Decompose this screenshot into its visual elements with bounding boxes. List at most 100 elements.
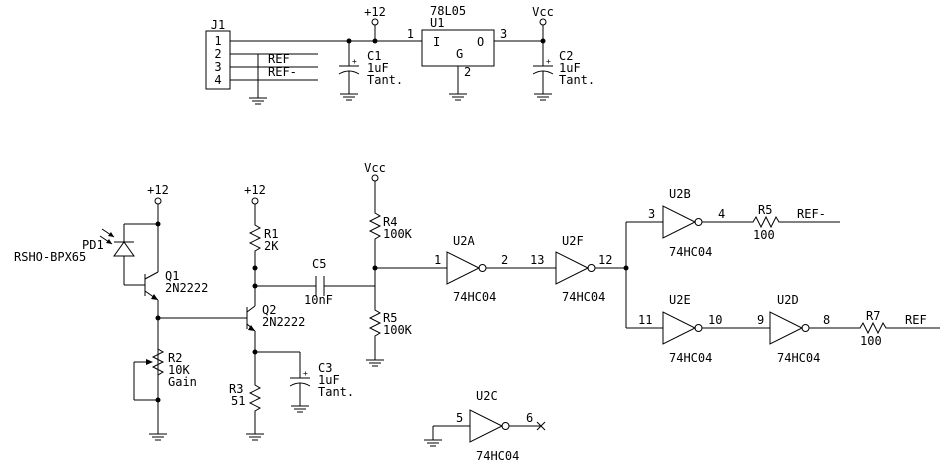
c2-type: Tant.: [559, 73, 595, 87]
net-label-ref: REF: [268, 52, 290, 66]
capacitor-c2: Vcc + C2 1uF Tant.: [532, 5, 595, 101]
c3-value: 1uF: [318, 373, 340, 387]
output-ref: REF: [905, 313, 927, 327]
supply-label: +12: [147, 183, 169, 197]
resistor-r4: [368, 208, 382, 244]
resistor-r5: [368, 305, 382, 341]
r3-ref: R3: [229, 382, 243, 396]
u2d-part: 74HC04: [777, 351, 820, 365]
r7-ref: R7: [866, 309, 880, 323]
q1-value: 2N2222: [165, 281, 208, 295]
u2f-ref: U2F: [562, 234, 584, 248]
u2d-ref: U2D: [777, 293, 799, 307]
capacitor-c3: + C3 1uF Tant.: [255, 351, 354, 413]
ground-icon: [248, 89, 268, 105]
r3-value: 51: [231, 394, 245, 408]
junction-dot: [252, 265, 258, 271]
inverter-u2d: U2D 9 8 74HC04: [757, 293, 855, 365]
pd1-value: RSHO-BPX65: [14, 250, 86, 264]
regulator-value: 78L05: [430, 4, 466, 18]
u2e-pin-in: 11: [638, 313, 652, 327]
r2-note: Gain: [168, 375, 197, 389]
u2e-ref: U2E: [669, 293, 691, 307]
regulator-label-gnd: G: [456, 47, 463, 61]
q2-ref: Q2: [262, 303, 276, 317]
capacitor-c1: + C1 1uF Tant.: [338, 38, 403, 101]
pd1-ref: PD1: [82, 238, 104, 252]
regulator-pin-gnd: 2: [464, 65, 471, 79]
u2d-pin-in: 9: [757, 313, 764, 327]
u2f-part: 74HC04: [562, 290, 605, 304]
divider-r4-r5: Vcc R4 100K R5 100K: [364, 161, 413, 367]
r7-value: 100: [860, 334, 882, 348]
r4-ref: R4: [383, 215, 397, 229]
u2b-pin-out: 4: [718, 207, 725, 221]
power-terminal-icon: [154, 197, 162, 205]
ground-icon: [339, 85, 359, 101]
resistor-r5-series: R5 100 REF-: [748, 203, 840, 242]
regulator-label-out: O: [477, 35, 484, 49]
transistor-q2: Q2 2N2222: [246, 303, 305, 380]
connector-ref: J1: [211, 18, 225, 32]
ground-icon: [290, 397, 310, 413]
c1-value: 1uF: [367, 61, 389, 75]
transistor-q1: Q1 2N2222: [144, 269, 208, 400]
r1-value: 2K: [264, 239, 279, 253]
c1-type: Tant.: [367, 73, 403, 87]
regulator-label-in: I: [433, 35, 440, 49]
inverter-icon: [662, 311, 703, 345]
output-ref-minus: REF-: [797, 207, 826, 221]
r5-series-ref: R5: [758, 203, 772, 217]
c2-ref: C2: [559, 49, 573, 63]
regulator-ref: U1: [430, 16, 444, 30]
ground-icon: [423, 431, 443, 447]
supply-label-vcc: Vcc: [532, 5, 554, 19]
ground-icon: [448, 85, 468, 101]
connector-body: [205, 30, 231, 90]
c3-ref: C3: [318, 361, 332, 375]
r5-ref: R5: [383, 311, 397, 325]
supply-label-vcc: Vcc: [364, 161, 386, 175]
c3-type: Tant.: [318, 385, 354, 399]
u2c-part: 74HC04: [476, 449, 519, 463]
inverter-icon: [769, 311, 810, 345]
connector-pin-4: 4: [214, 73, 221, 87]
u2c-ref: U2C: [476, 389, 498, 403]
power-terminal-icon: [371, 18, 379, 26]
connector-pin-3: 3: [214, 60, 221, 74]
junction-dot: [540, 38, 546, 44]
u2a-pin-out: 2: [501, 253, 508, 267]
u2a-pin-in: 1: [434, 253, 441, 267]
u2d-pin-out: 8: [823, 313, 830, 327]
polarity-mark: +: [352, 57, 357, 66]
r2-ref: R2: [168, 351, 182, 365]
inverter-u2e: U2E 11 10 74HC04: [626, 293, 770, 365]
inverter-u2f: U2F 13 12 74HC04: [530, 234, 626, 304]
u2b-part: 74HC04: [669, 245, 712, 259]
supply-plus12-r1: +12: [244, 183, 266, 220]
regulator-u1: U1 78L05 1 I O G 3 2: [407, 4, 543, 101]
photodiode-pd1: PD1 RSHO-BPX65: [14, 223, 158, 286]
power-terminal-icon: [539, 18, 547, 26]
ground-icon: [533, 85, 553, 101]
u2c-pin-in: 5: [456, 411, 463, 425]
potentiometer-r2: R2 10K Gain: [133, 345, 197, 441]
capacitor-c5: C5 10nF: [252, 257, 375, 307]
r5-value: 100K: [383, 323, 413, 337]
ground-icon: [148, 425, 168, 441]
r1-ref: R1: [264, 227, 278, 241]
u2b-ref: U2B: [669, 187, 691, 201]
u2e-pin-out: 10: [708, 313, 722, 327]
polarity-mark: +: [303, 369, 308, 378]
connector-j1: J1 1 2 3 4 REF REF-: [205, 18, 418, 105]
ground-icon: [245, 425, 265, 441]
connector-pin-1: 1: [214, 34, 221, 48]
u2e-part: 74HC04: [669, 351, 712, 365]
ground-icon: [365, 351, 385, 367]
net-label-ref-minus: REF-: [268, 65, 297, 79]
polarity-mark: +: [546, 57, 551, 66]
regulator-pin-in: 1: [407, 27, 414, 41]
connector-pin-2: 2: [214, 47, 221, 61]
inverter-u2a: U2A 1 2 74HC04: [375, 234, 556, 304]
